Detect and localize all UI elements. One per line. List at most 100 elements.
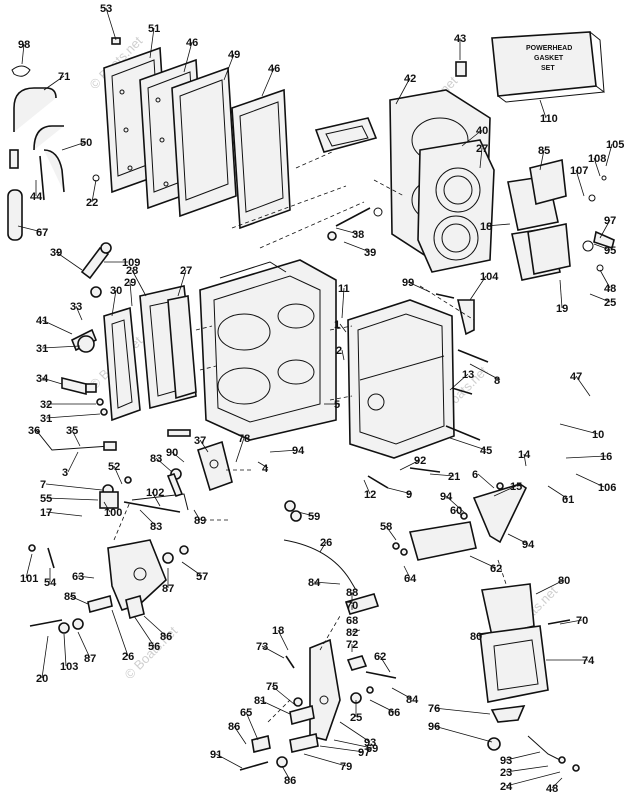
callout-leader-line — [379, 655, 391, 673]
callout-leader-line — [233, 725, 247, 745]
callout-leader-line — [313, 581, 341, 585]
callout-leader-line — [593, 157, 601, 177]
part-number-callout: 106 — [598, 482, 616, 494]
part-number-callout: 27 — [180, 265, 192, 277]
callout-leader-line — [193, 509, 201, 521]
part-number-callout: 15 — [510, 481, 522, 493]
part-number-callout: 72 — [346, 639, 358, 651]
part-number-callout: 93 — [500, 755, 512, 767]
part-number-callout: 28 — [126, 265, 138, 277]
bypass-cover-group — [61, 242, 197, 422]
part-number-callout: 101 — [20, 573, 38, 585]
part-number-callout: 110 — [540, 113, 558, 125]
part-number-callout: 21 — [448, 471, 460, 483]
part-number-callout: 66 — [388, 707, 400, 719]
callout-leader-line — [605, 143, 613, 167]
part-number-callout: 56 — [148, 641, 160, 653]
callout-leader-line — [469, 363, 501, 381]
callout-leader-line — [171, 451, 185, 463]
part-number-callout: 103 — [60, 661, 78, 673]
callout-leader-line — [535, 579, 565, 595]
part-number-callout: 37 — [194, 435, 206, 447]
part-number-callout: 68 — [346, 615, 358, 627]
callout-leader-line — [297, 511, 315, 517]
exhaust-cover-plates — [92, 37, 291, 230]
part-number-callout: 31 — [36, 343, 48, 355]
part-number-callout: 78 — [238, 433, 250, 445]
part-number-callout: 31 — [40, 413, 52, 425]
callout-leader-line — [559, 279, 563, 309]
part-number-callout: 20 — [36, 673, 48, 685]
part-number-callout: 45 — [480, 445, 492, 457]
callout-leader-line — [385, 525, 397, 541]
callout-leader-line — [245, 711, 259, 741]
part-number-callout: 76 — [428, 703, 440, 715]
callout-leader-line — [41, 377, 63, 385]
part-number-callout: 39 — [364, 247, 376, 259]
part-number-callout: 63 — [72, 571, 84, 583]
callout-leader-line — [75, 305, 83, 321]
callout-leader-line — [477, 473, 495, 489]
part-number-callout: 87 — [84, 653, 96, 665]
callout-leader-line — [319, 745, 365, 753]
callout-leader-line — [387, 487, 413, 495]
throttle-linkage — [99, 440, 233, 513]
callout-leader-line — [363, 479, 371, 495]
part-number-callout: 79 — [340, 761, 352, 773]
part-number-callout: 4 — [262, 463, 269, 475]
part-number-callout: 48 — [546, 783, 558, 794]
callout-leader-line — [449, 437, 487, 451]
crankcase-block — [199, 259, 455, 459]
part-number-callout: 102 — [146, 487, 164, 499]
reed-valve-assembly — [507, 159, 615, 281]
part-number-callout: 92 — [414, 455, 426, 467]
callout-leader-line — [215, 753, 243, 769]
callout-leader-line — [155, 457, 173, 473]
lower-reed-plate — [479, 583, 580, 772]
callout-leader-line — [139, 509, 157, 527]
callout-leader-line — [183, 41, 193, 73]
callout-leader-line — [575, 375, 591, 397]
callout-leader-line — [339, 323, 347, 333]
part-number-callout: 3 — [62, 467, 68, 479]
gasket-box-line3: SET — [541, 65, 555, 72]
part-number-callout: 8 — [494, 375, 500, 387]
callout-leader-line — [303, 753, 347, 767]
callout-leader-line — [281, 765, 291, 781]
callout-leader-line — [551, 777, 563, 789]
callout-leader-line — [61, 141, 87, 151]
callout-leader-line — [445, 495, 467, 515]
callout-leader-line — [25, 553, 33, 579]
callout-leader-line — [277, 629, 289, 651]
part-number-callout: 84 — [406, 694, 419, 706]
callout-leader-line — [45, 483, 103, 491]
lower-linkage — [239, 593, 397, 771]
powerhead-gasket-set-box: POWERHEAD GASKET SET — [491, 31, 605, 103]
callout-leader-line — [559, 619, 583, 625]
callout-leader-line — [63, 633, 67, 667]
callout-leader-line — [341, 287, 345, 319]
callout-leader-line — [151, 491, 161, 507]
part-number-callout: 61 — [562, 494, 574, 506]
part-number-callout: 97 — [604, 215, 616, 227]
callout-leader-line — [433, 725, 493, 743]
part-number-callout: 87 — [162, 583, 174, 595]
callout-leader-line — [271, 685, 295, 705]
callout-leader-line — [507, 533, 529, 545]
part-number-callout: 95 — [604, 245, 616, 257]
part-number-callout: 81 — [254, 695, 266, 707]
part-number-callout: 33 — [70, 301, 82, 313]
part-number-callout: 89 — [194, 515, 206, 527]
callout-leader-line — [565, 455, 607, 459]
callout-leader-line — [69, 595, 89, 605]
part-number-callout: 94 — [440, 491, 453, 503]
callout-leader-line — [77, 575, 95, 579]
callout-leader-line — [539, 149, 545, 171]
part-number-callout: 60 — [450, 505, 462, 517]
part-number-callout: 47 — [570, 371, 582, 383]
part-number-callout: 80 — [558, 575, 570, 587]
part-number-callout: 73 — [256, 641, 268, 653]
cylinder-head-group — [314, 89, 495, 273]
part-number-callout: 80 — [470, 631, 482, 643]
